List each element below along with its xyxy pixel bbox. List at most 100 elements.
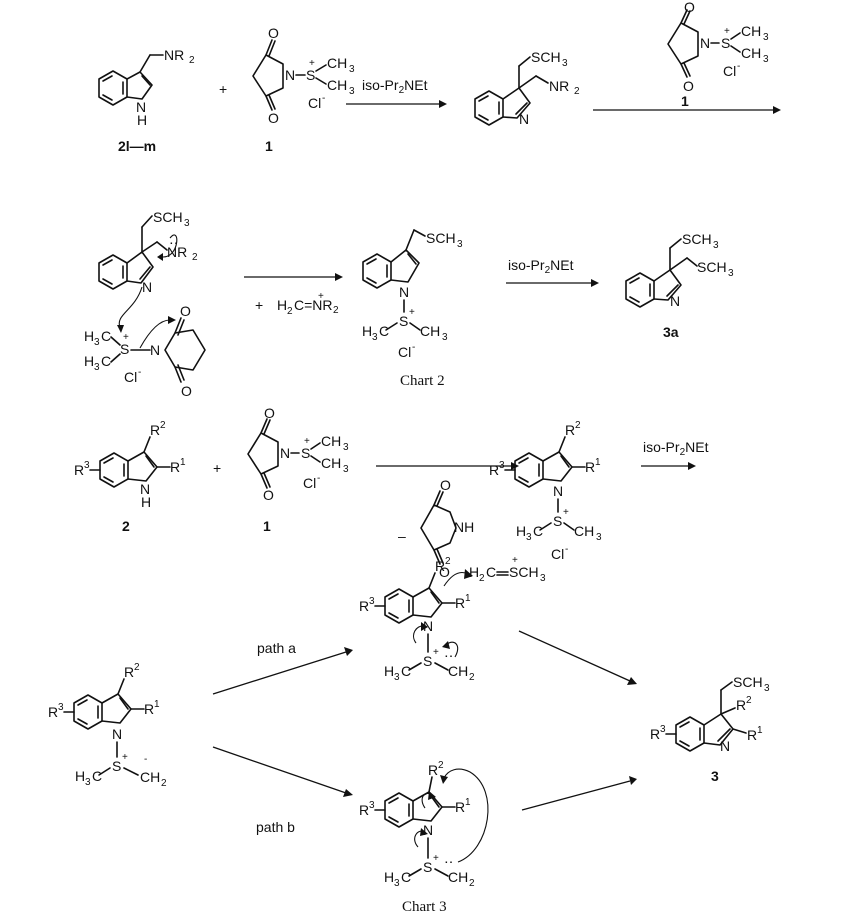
- r3-label: R: [359, 598, 369, 614]
- subscript: 3: [763, 32, 769, 43]
- minus-sign: –: [398, 528, 406, 544]
- c-label: C: [101, 328, 111, 344]
- o-label: O: [268, 25, 279, 41]
- h3c-label: H: [516, 523, 526, 539]
- nh-label: NH: [454, 519, 474, 535]
- charge: +: [433, 647, 439, 658]
- subscript: 3: [596, 532, 602, 543]
- subscript: 3: [85, 777, 91, 788]
- o-label: O: [439, 564, 450, 580]
- s-label: S: [306, 67, 315, 83]
- subscript: 3: [372, 332, 378, 343]
- cl-label: Cl: [723, 63, 736, 79]
- r3-label: R: [489, 462, 499, 478]
- plus-sign: +: [255, 297, 263, 313]
- r2-label: R: [124, 664, 134, 680]
- reagent-1: O O N S + CH 3 CH 3 Cl - 1: [252, 25, 355, 154]
- byproduct-iminium: + H 2 C=NR 2 +: [255, 291, 339, 317]
- subscript: 2: [479, 573, 485, 584]
- subscript: 2: [469, 878, 475, 889]
- ch3-label: CH: [741, 45, 761, 61]
- superscript: 3: [58, 702, 64, 713]
- h3c-label: H: [84, 328, 94, 344]
- r1-label: R: [455, 595, 465, 611]
- h3c-label: H: [384, 663, 394, 679]
- n-label: N: [150, 342, 160, 358]
- plus-sign: +: [213, 460, 221, 476]
- subscript: 3: [94, 337, 100, 348]
- cl-label: Cl: [551, 546, 564, 562]
- compound-label-3a: 3a: [663, 324, 679, 340]
- s-label: S: [553, 513, 562, 529]
- superscript: 1: [154, 699, 160, 710]
- charge: -: [138, 367, 141, 378]
- superscript: 3: [369, 800, 375, 811]
- charge: +: [309, 58, 315, 69]
- nr2-label: NR: [549, 78, 569, 94]
- reagent-label: NEt: [685, 439, 708, 455]
- charge: +: [318, 291, 324, 302]
- subscript: 3: [540, 573, 546, 584]
- c-label: C: [92, 768, 102, 784]
- superscript: 1: [757, 725, 763, 736]
- r2-label: R: [150, 422, 160, 438]
- superscript: 1: [465, 593, 471, 604]
- superscript: 2: [160, 420, 166, 431]
- r2-label: R: [435, 558, 445, 574]
- o-label: O: [683, 78, 694, 94]
- caption-chart-3: Chart 3: [402, 899, 447, 911]
- h3c-label: H: [84, 353, 94, 369]
- charge: +: [122, 752, 128, 763]
- s-label: S: [120, 341, 129, 357]
- cl-label: Cl: [303, 475, 316, 491]
- arrow-path-b: path b: [212, 746, 353, 835]
- charge: -: [412, 342, 415, 353]
- subscript: 3: [349, 64, 355, 75]
- s-label: S: [423, 653, 432, 669]
- cl-label: Cl: [398, 344, 411, 360]
- subscript: 3: [394, 878, 400, 889]
- r2-label: R: [736, 697, 746, 713]
- s-label: S: [423, 859, 432, 875]
- subscript: 3: [184, 218, 190, 229]
- n-label: N: [140, 481, 150, 497]
- r1-label: R: [455, 799, 465, 815]
- compound-label-3: 3: [711, 768, 719, 784]
- ch3-label: CH: [574, 523, 594, 539]
- sch3-label: SCH: [682, 231, 712, 247]
- superscript: 2: [438, 760, 444, 771]
- subscript: 3: [764, 683, 770, 694]
- ylide-start: R 3 R 2 R 1 N S + H 3 C CH 2 -: [48, 662, 167, 789]
- h2c-label: H: [469, 564, 479, 580]
- sch3-label: SCH: [509, 564, 539, 580]
- subscript: 3: [763, 54, 769, 65]
- charge: -: [737, 61, 740, 72]
- compound-label-1: 1: [681, 93, 689, 109]
- superscript: 2: [575, 420, 581, 431]
- path-a-label: path a: [257, 640, 296, 656]
- h-label: H: [141, 494, 151, 510]
- compound-label-1: 1: [263, 518, 271, 534]
- svg-text:‥: ‥: [444, 850, 453, 866]
- superscript: 3: [369, 596, 375, 607]
- charge: +: [123, 332, 129, 343]
- charge: -: [144, 754, 147, 765]
- r3-label: R: [74, 462, 84, 478]
- subscript: 3: [526, 532, 532, 543]
- s-label: S: [721, 35, 730, 51]
- indole-2lm: NR 2 N H 2l—m: [98, 47, 195, 154]
- n-sulfonium-indole-generic: R 3 R 2 R 1 N S + H 3 C CH 3 Cl -: [489, 420, 602, 562]
- cl-label: Cl: [124, 369, 137, 385]
- superscript: 3: [84, 460, 90, 471]
- intermediate-mechanism: N SCH 3 NR 2 ‥ H 3 C H 3 C S + N O O Cl: [84, 209, 206, 399]
- ch3-label: CH: [420, 323, 440, 339]
- charge: +: [409, 307, 415, 318]
- ch2-label: CH: [448, 869, 468, 885]
- o-label: O: [264, 405, 275, 421]
- n-label: N: [142, 279, 152, 295]
- o-label: O: [684, 0, 695, 15]
- path-b-intermediate: R 3 R 2 R 1 N S + H 3 C ‥ CH 2: [359, 760, 489, 889]
- reaction-arrow: iso-Pr2NEt: [346, 77, 447, 108]
- sch3-label: SCH: [531, 49, 561, 65]
